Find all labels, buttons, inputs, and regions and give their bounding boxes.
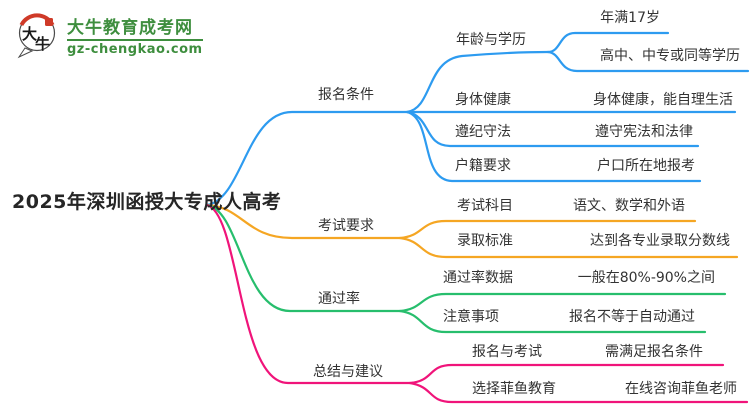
logo-text-block: 大牛教育成考网 gz-chengkao.com	[67, 13, 203, 57]
leaf-consult-feiyu-teacher[interactable]: 在线咨询菲鱼老师	[625, 381, 737, 397]
node-residence-requirement[interactable]: 户籍要求	[455, 158, 511, 174]
branch-line-subjects	[398, 219, 697, 240]
node-pass-rate[interactable]: 通过率	[318, 291, 360, 307]
leaf-admission-score-line[interactable]: 达到各专业录取分数线	[590, 233, 730, 249]
site-domain: gz-chengkao.com	[67, 39, 203, 57]
leaf-subjects-list[interactable]: 语文、数学和外语	[573, 198, 685, 214]
branch-line-admission	[398, 236, 739, 259]
branch-line-signup-main	[205, 110, 737, 207]
logo-char-niu: 牛	[35, 35, 50, 53]
site-logo[interactable]: 大 牛 大牛教育成考网 gz-chengkao.com	[14, 11, 203, 59]
node-choose-feiyu-education[interactable]: 选择菲鱼教育	[472, 381, 556, 397]
root-node[interactable]: 2025年深圳函授大专成人高考	[12, 191, 282, 213]
leaf-age-17[interactable]: 年满17岁	[600, 10, 660, 26]
logo-bubble-icon: 大 牛	[17, 13, 56, 59]
node-admission-standard[interactable]: 录取标准	[457, 233, 513, 249]
branch-line-notes	[398, 309, 707, 334]
branch-line-highschool	[546, 50, 750, 73]
leaf-highschool-equivalent[interactable]: 高中、中专或同等学历	[600, 48, 740, 64]
node-health[interactable]: 身体健康	[455, 92, 511, 108]
branch-line-choose-edu	[408, 381, 749, 404]
leaf-health-selfcare[interactable]: 身体健康，能自理生活	[593, 92, 733, 108]
node-exam-requirements[interactable]: 考试要求	[318, 218, 374, 234]
logo-char-da: 大	[22, 25, 37, 43]
leaf-meet-conditions[interactable]: 需满足报名条件	[605, 344, 703, 360]
leaf-not-automatic-pass[interactable]: 报名不等于自动通过	[569, 309, 695, 325]
branch-line-exam-main	[205, 203, 402, 240]
node-age-education[interactable]: 年龄与学历	[456, 32, 526, 48]
branch-line-signup-exam	[408, 363, 725, 385]
leaf-constitution-law[interactable]: 遵守宪法和法律	[595, 124, 693, 140]
site-name: 大牛教育成考网	[67, 18, 193, 38]
node-pass-rate-data[interactable]: 通过率数据	[443, 270, 513, 286]
branch-line-law	[405, 110, 700, 148]
node-exam-subjects[interactable]: 考试科目	[457, 198, 513, 214]
node-signup-conditions[interactable]: 报名条件	[318, 87, 374, 103]
node-signup-and-exam[interactable]: 报名与考试	[472, 344, 542, 360]
node-notes[interactable]: 注意事项	[443, 309, 499, 325]
branch-line-age-edu	[405, 50, 550, 114]
leaf-registered-residence[interactable]: 户口所在地报考	[597, 158, 695, 174]
node-summary-advice[interactable]: 总结与建议	[313, 364, 383, 380]
branch-line-summary-main	[205, 203, 412, 385]
node-law-abiding[interactable]: 遵纪守法	[455, 124, 511, 140]
leaf-pass-rate-range[interactable]: 一般在80%-90%之间	[577, 270, 715, 286]
branch-line-passdata	[398, 292, 727, 313]
branch-line-residence	[405, 110, 702, 183]
logo-seal-icon	[45, 18, 53, 26]
branch-line-passrate-main	[205, 203, 402, 313]
branch-line-age17	[546, 31, 670, 54]
logo-bubble-tail	[17, 47, 34, 59]
